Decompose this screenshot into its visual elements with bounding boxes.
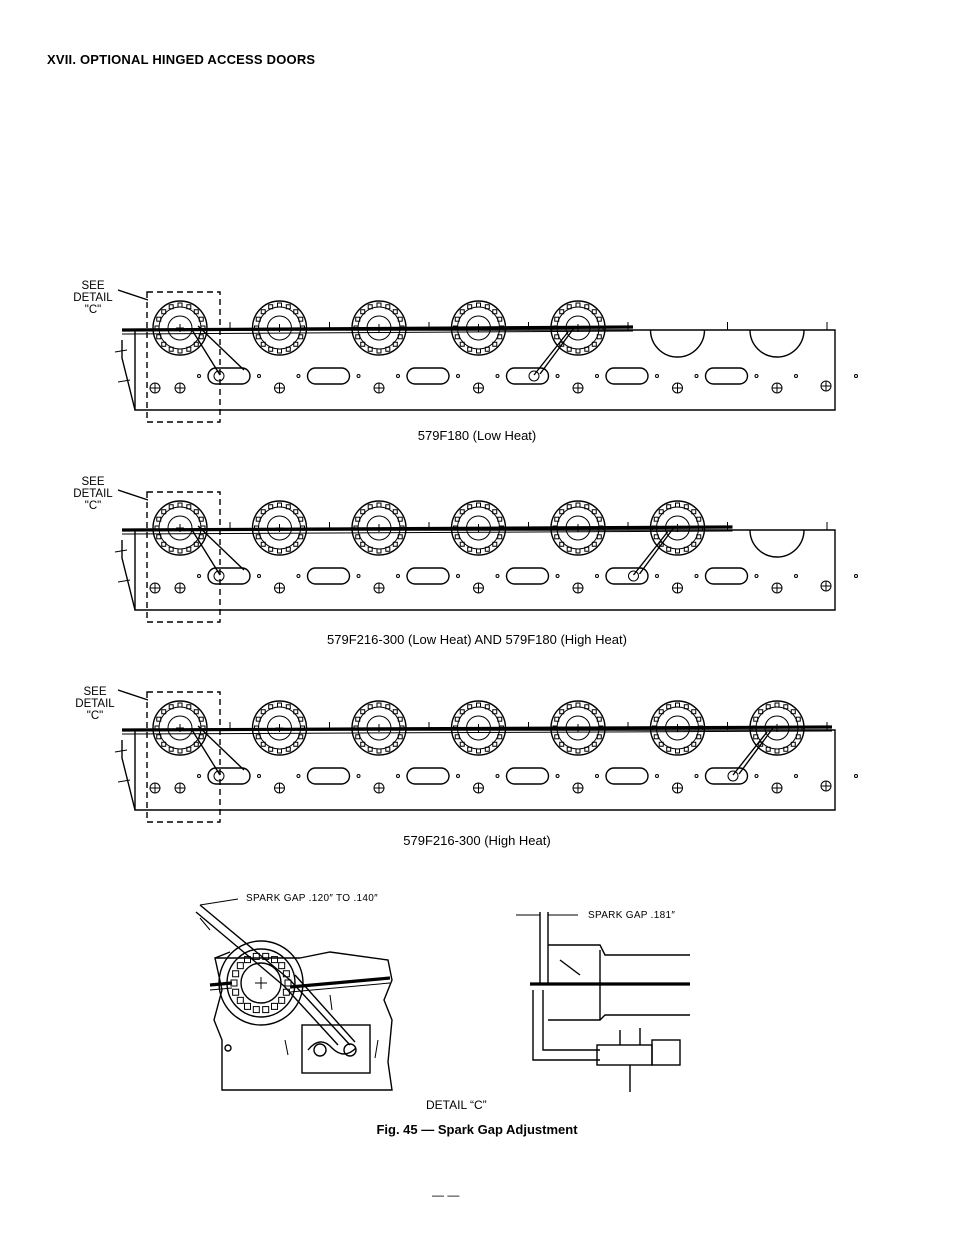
burner xyxy=(351,500,407,556)
figure-caption: Fig. 45 — Spark Gap Adjustment xyxy=(376,1122,578,1137)
burner xyxy=(351,700,407,756)
burner xyxy=(550,300,606,356)
burner-row-1 xyxy=(114,289,858,423)
burner xyxy=(251,300,308,356)
burner xyxy=(450,500,507,556)
burner-row-2 xyxy=(114,489,858,623)
burner xyxy=(550,700,606,756)
spark-gap-left-label: SPARK GAP .120″ TO .140″ xyxy=(246,893,378,904)
burner xyxy=(649,500,706,556)
row-caption-1: 579F180 (Low Heat) xyxy=(417,428,537,443)
burner xyxy=(550,500,606,556)
detail-c-label: DETAIL “C” xyxy=(426,1098,487,1112)
detail-right-sideview xyxy=(516,912,690,1092)
burner xyxy=(649,700,706,756)
burner xyxy=(152,300,208,356)
burner xyxy=(749,700,805,756)
burner xyxy=(450,300,507,356)
detail-left-burner xyxy=(195,898,393,1091)
row-caption-3: 579F216-300 (High Heat) xyxy=(403,833,551,848)
section-heading: XVII. OPTIONAL HINGED ACCESS DOORS xyxy=(47,52,316,67)
burner xyxy=(251,700,308,756)
burner xyxy=(450,700,507,756)
burner xyxy=(251,500,308,556)
row-caption-2: 579F216-300 (Low Heat) AND 579F180 (High… xyxy=(327,632,627,647)
burner xyxy=(351,300,407,356)
spark-gap-right-label: SPARK GAP .181″ xyxy=(588,910,676,921)
page-marks: — — xyxy=(432,1188,460,1202)
burner-row-3 xyxy=(114,689,858,823)
